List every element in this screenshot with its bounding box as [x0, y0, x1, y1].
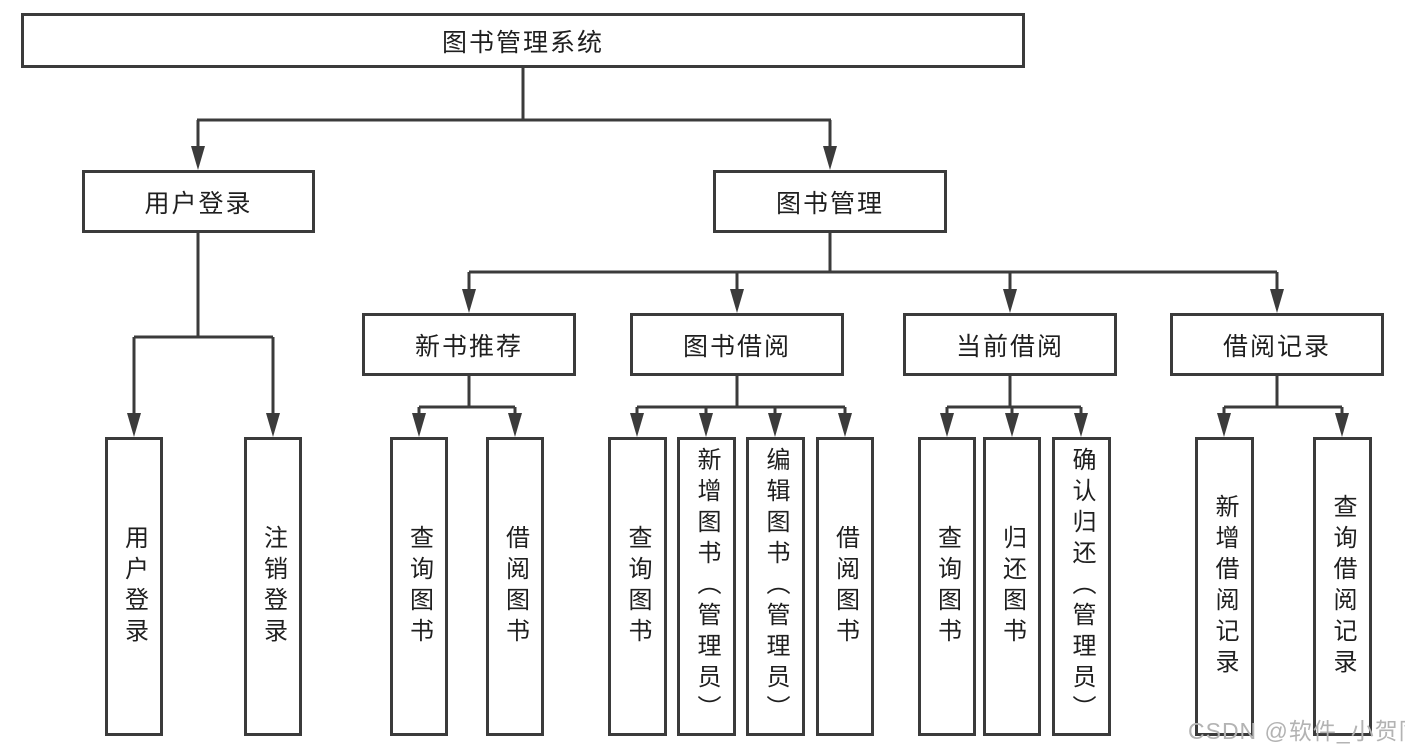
- node-root-label: 图书管理系统: [441, 28, 604, 57]
- leaf-borrow-book-1-label: 借阅图书: [501, 524, 529, 649]
- leaf-borrow-book-2-label: 借阅图书: [831, 524, 859, 649]
- leaf-return-book: 归还图书: [983, 437, 1041, 736]
- leaf-return-book-label: 归还图书: [998, 524, 1026, 649]
- node-borrow-records: 借阅记录: [1170, 313, 1384, 376]
- node-book-management: 图书管理: [713, 170, 947, 233]
- leaf-user-login: 用户登录: [105, 437, 163, 736]
- node-root-system: 图书管理系统: [21, 13, 1025, 68]
- node-current-borrow-label: 当前借阅: [955, 332, 1064, 361]
- node-book-management-label: 图书管理: [775, 189, 884, 218]
- leaf-query-book-2: 查询图书: [608, 437, 667, 736]
- leaf-borrow-book-1: 借阅图书: [486, 437, 544, 736]
- leaf-query-book-1: 查询图书: [390, 437, 448, 736]
- node-book-borrow: 图书借阅: [630, 313, 844, 376]
- leaf-logout: 注销登录: [244, 437, 302, 736]
- node-borrow-records-label: 借阅记录: [1222, 332, 1331, 361]
- node-user-login: 用户登录: [82, 170, 315, 233]
- leaf-query-book-2-label: 查询图书: [624, 524, 651, 649]
- leaf-query-book-3-label: 查询图书: [933, 524, 961, 649]
- node-user-login-label: 用户登录: [144, 189, 253, 218]
- leaf-add-borrow-record: 新增借阅记录: [1195, 437, 1254, 736]
- node-new-book-recommend: 新书推荐: [362, 313, 576, 376]
- leaf-query-borrow-record-label: 查询借阅记录: [1329, 493, 1356, 680]
- leaf-edit-book-admin: 编辑图书（管理员）: [746, 437, 805, 736]
- leaf-add-book-admin-label: 新增图书（管理员）: [693, 447, 720, 726]
- leaf-query-borrow-record: 查询借阅记录: [1313, 437, 1372, 736]
- leaf-query-book-3: 查询图书: [918, 437, 976, 736]
- csdn-watermark: CSDN @软件_小贺同学: [1188, 718, 1405, 744]
- leaf-borrow-book-2: 借阅图书: [816, 437, 874, 736]
- leaf-add-borrow-record-label: 新增借阅记录: [1211, 493, 1238, 680]
- leaf-confirm-return-admin-label: 确认归还（管理员）: [1068, 447, 1095, 726]
- node-new-book-recommend-label: 新书推荐: [414, 332, 523, 361]
- leaf-query-book-1-label: 查询图书: [405, 524, 433, 649]
- node-book-borrow-label: 图书借阅: [682, 332, 791, 361]
- leaf-logout-label: 注销登录: [259, 524, 287, 649]
- node-current-borrow: 当前借阅: [903, 313, 1117, 376]
- leaf-edit-book-admin-label: 编辑图书（管理员）: [762, 447, 789, 726]
- leaf-confirm-return-admin: 确认归还（管理员）: [1052, 437, 1111, 736]
- leaf-add-book-admin: 新增图书（管理员）: [677, 437, 736, 736]
- leaf-user-login-label: 用户登录: [120, 524, 148, 649]
